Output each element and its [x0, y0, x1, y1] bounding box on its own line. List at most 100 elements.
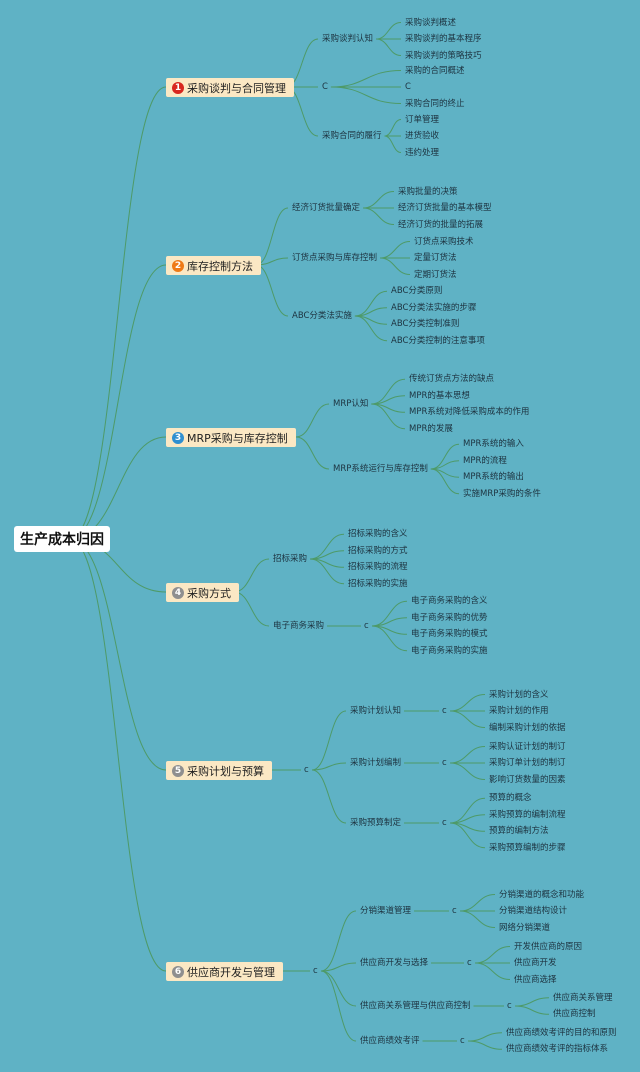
connector-marker[interactable]: c: [442, 758, 447, 768]
leaf-topic[interactable]: MPR系统的输入: [463, 439, 524, 450]
leaf-link: [459, 910, 496, 928]
leaf-topic[interactable]: 电子商务采购的实施: [411, 645, 488, 656]
connector-marker[interactable]: c: [442, 818, 447, 828]
leaf-topic[interactable]: 供应商绩效考评的目的和原则: [506, 1027, 617, 1038]
subtopic[interactable]: MRP认知: [333, 399, 369, 409]
subtopic[interactable]: 采购合同的履行: [322, 131, 382, 141]
sub-link: [320, 962, 357, 972]
sub-link: [320, 970, 357, 1042]
leaf-topic[interactable]: 影响订货数量的因素: [489, 774, 566, 785]
subtopic[interactable]: 采购预算制定: [350, 818, 402, 828]
main-topic-label: 库存控制方法: [187, 259, 253, 273]
topic-number-badge: 3: [172, 431, 184, 444]
leaf-topic[interactable]: 采购计划的含义: [489, 689, 549, 700]
leaf-topic[interactable]: MPR系统对降低采购成本的作用: [409, 407, 530, 418]
connector-marker[interactable]: c: [452, 906, 457, 916]
leaf-topic[interactable]: 经济订货的批量的拓展: [398, 219, 484, 230]
leaf-topic[interactable]: 违约处理: [405, 147, 440, 158]
leaf-topic[interactable]: 预算的概念: [489, 793, 532, 804]
leaf-topic[interactable]: 采购订单计划的制订: [489, 758, 566, 768]
connector-marker[interactable]: c: [364, 621, 369, 631]
leaf-topic[interactable]: ABC分类法实施的步骤: [391, 302, 477, 313]
subtopic[interactable]: 招标采购: [273, 554, 308, 564]
leaf-topic[interactable]: MPR系统的输出: [463, 472, 524, 483]
leaf-topic[interactable]: 采购预算编制的步骤: [489, 842, 566, 853]
subtopic[interactable]: 经济订货批量确定: [292, 203, 361, 213]
leaf-topic[interactable]: 采购认证计划的制订: [489, 741, 566, 752]
leaf-topic[interactable]: 招标采购的实施: [348, 578, 408, 589]
connector-marker[interactable]: c: [442, 706, 447, 716]
leaf-topic[interactable]: 供应商选择: [514, 974, 557, 985]
leaf-topic[interactable]: 传统订货点方法的缺点: [409, 374, 495, 385]
leaf-topic[interactable]: ABC分类原则: [391, 286, 443, 297]
leaf-topic[interactable]: C: [405, 82, 411, 92]
leaf-topic[interactable]: 采购谈判概述: [405, 17, 457, 28]
subtopic[interactable]: 订货点采购与库存控制: [292, 253, 378, 263]
main-topic-label: 供应商开发与管理: [187, 965, 275, 979]
connector-marker[interactable]: c: [460, 1036, 465, 1046]
leaf-topic[interactable]: 开发供应商的原因: [514, 941, 583, 952]
leaf-topic[interactable]: 电子商务采购的模式: [411, 629, 488, 640]
leaf-topic[interactable]: 定量订货法: [414, 253, 457, 263]
leaf-topic[interactable]: 采购谈判的基本程序: [405, 34, 482, 44]
leaf-topic[interactable]: MPR的基本思想: [409, 390, 470, 401]
leaf-topic[interactable]: 采购合同的终止: [405, 98, 465, 109]
connector-marker[interactable]: c: [467, 958, 472, 968]
leaf-topic[interactable]: ABC分类控制准则: [391, 319, 460, 330]
leaf-topic[interactable]: 分销渠道的概念和功能: [499, 889, 585, 900]
leaf-topic[interactable]: 编制采购计划的依据: [489, 722, 566, 733]
leaf-topic[interactable]: 预算的编制方法: [489, 826, 549, 837]
root-topic[interactable]: 生产成本归因: [14, 526, 110, 552]
leaf-topic[interactable]: 进货验收: [405, 131, 440, 141]
leaf-link: [375, 22, 402, 40]
subtopic[interactable]: MRP系统运行与库存控制: [333, 464, 428, 474]
main-topic-label: MRP采购与库存控制: [187, 431, 288, 445]
leaf-topic[interactable]: 定期订货法: [414, 269, 457, 280]
leaf-topic[interactable]: 供应商控制: [553, 1009, 596, 1020]
leaf-topic[interactable]: MPR的发展: [409, 423, 453, 434]
leaf-topic[interactable]: 采购预算的编制流程: [489, 809, 566, 820]
leaf-topic[interactable]: 供应商绩效考评的指标体系: [506, 1044, 609, 1055]
leaf-topic[interactable]: 经济订货批量的基本模型: [398, 203, 492, 213]
subtopic[interactable]: C: [322, 82, 328, 92]
leaf-topic[interactable]: 供应商关系管理: [553, 992, 613, 1003]
subtopic[interactable]: 供应商开发与选择: [360, 958, 429, 968]
leaf-topic[interactable]: 实施MRP采购的条件: [463, 488, 541, 499]
subtopic[interactable]: 采购谈判认知: [322, 34, 374, 44]
connector-marker[interactable]: c: [507, 1001, 512, 1011]
leaf-topic[interactable]: 订单管理: [405, 114, 440, 125]
leaf-topic[interactable]: 供应商开发: [514, 958, 557, 968]
leaf-topic[interactable]: 招标采购的含义: [348, 529, 408, 540]
subtopic[interactable]: ABC分类法实施: [292, 311, 352, 321]
leaf-topic[interactable]: 分销渠道结构设计: [499, 906, 568, 916]
subtopic[interactable]: 电子商务采购: [273, 621, 325, 631]
leaf-link: [430, 443, 460, 470]
branch-6-link: [69, 538, 167, 972]
leaf-topic[interactable]: 网络分销渠道: [499, 922, 551, 933]
subtopic[interactable]: 采购计划认知: [350, 706, 402, 716]
connector-marker[interactable]: c: [304, 765, 309, 775]
subtopic[interactable]: 分销渠道管理: [360, 906, 412, 916]
leaf-link: [362, 207, 395, 225]
leaf-topic[interactable]: 招标采购的流程: [348, 562, 408, 573]
leaf-topic[interactable]: 采购的合同概述: [405, 65, 465, 76]
leaf-topic[interactable]: 电子商务采购的优势: [411, 612, 488, 623]
leaf-topic[interactable]: 电子商务采购的含义: [411, 596, 488, 607]
leaf-topic[interactable]: MPR的流程: [463, 455, 507, 466]
connector-marker[interactable]: c: [313, 966, 318, 976]
leaf-topic[interactable]: 采购计划的作用: [489, 706, 549, 716]
leaf-topic[interactable]: 采购谈判的策略技巧: [405, 50, 482, 61]
leaf-topic[interactable]: 订货点采购技术: [414, 236, 474, 247]
leaf-topic[interactable]: ABC分类控制的注意事项: [391, 335, 485, 346]
subtopic[interactable]: 供应商关系管理与供应商控制: [360, 1001, 471, 1011]
leaf-topic[interactable]: 招标采购的方式: [348, 545, 408, 556]
subtopic[interactable]: 供应商绩效考评: [360, 1036, 420, 1046]
subtopic[interactable]: 采购计划编制: [350, 758, 402, 768]
leaf-topic[interactable]: 采购批量的决策: [398, 186, 458, 197]
